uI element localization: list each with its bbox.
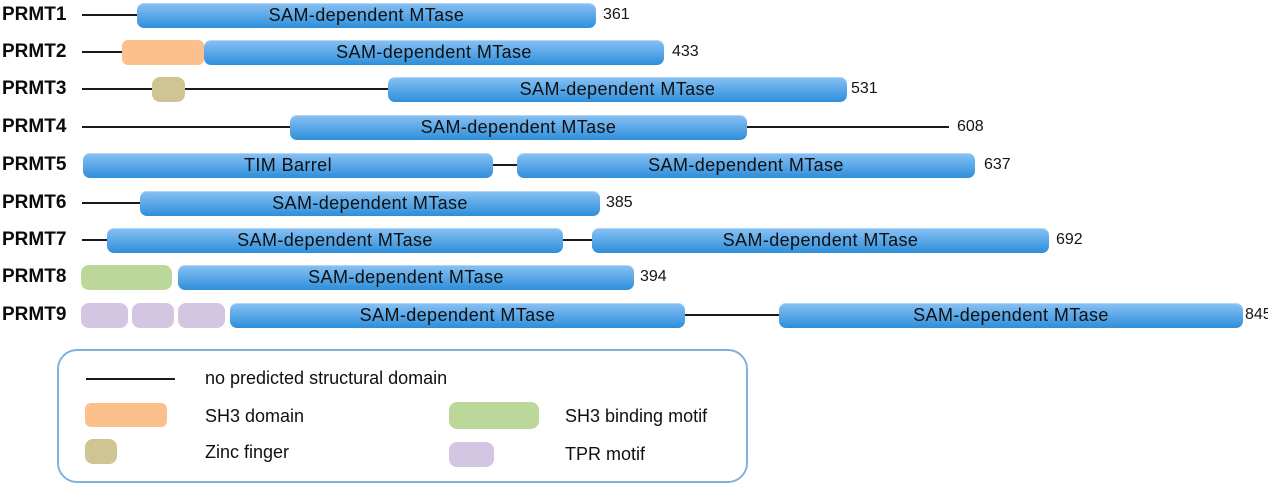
mtase-domain: SAM-dependent MTase: [388, 77, 847, 102]
linker-line: [563, 239, 592, 241]
legend-line-swatch: [86, 378, 175, 380]
length-label: 692: [1056, 231, 1083, 248]
mtase-domain: SAM-dependent MTase: [290, 115, 747, 140]
tpr-domain: [178, 303, 225, 328]
legend-zinc-swatch: [85, 439, 117, 464]
linker-line: [747, 126, 949, 128]
linker-line: [82, 51, 122, 53]
length-label: 531: [851, 80, 878, 97]
sh3-domain: [122, 40, 204, 65]
legend-sh3-swatch: [85, 403, 167, 427]
legend-label-sh3: SH3 domain: [205, 406, 305, 426]
mtase-domain: SAM-dependent MTase: [137, 3, 596, 28]
linker-line: [82, 202, 140, 204]
tim-domain: TIM Barrel: [83, 153, 493, 178]
linker-line: [82, 126, 290, 128]
tpr-domain: [81, 303, 128, 328]
length-label: 385: [606, 194, 633, 211]
legend-label-no-domain: no predicted structural domain: [205, 368, 448, 388]
mtase-domain: SAM-dependent MTase: [517, 153, 975, 178]
protein-label-prmt6: PRMT6: [2, 192, 67, 213]
linker-line: [82, 239, 107, 241]
protein-label-prmt1: PRMT1: [2, 4, 67, 25]
legend-label-sh3-binding: SH3 binding motif: [565, 406, 708, 426]
linker-line: [82, 14, 137, 16]
protein-label-prmt5: PRMT5: [2, 154, 67, 175]
length-label: 845: [1245, 306, 1268, 323]
mtase-domain: SAM-dependent MTase: [178, 265, 634, 290]
linker-line: [685, 314, 779, 316]
legend-label-tpr: TPR motif: [565, 444, 646, 464]
length-label: 608: [957, 118, 984, 135]
protein-label-prmt2: PRMT2: [2, 41, 67, 62]
mtase-domain: SAM-dependent MTase: [779, 303, 1243, 328]
protein-label-prmt4: PRMT4: [2, 116, 67, 137]
legend-tpr-swatch: [449, 442, 494, 467]
legend-box: no predicted structural domain SH3 domai…: [57, 349, 748, 483]
mtase-domain: SAM-dependent MTase: [140, 191, 600, 216]
length-label: 433: [672, 43, 699, 60]
linker-line: [493, 164, 517, 166]
zinc-domain: [152, 77, 185, 102]
tpr-domain: [132, 303, 174, 328]
mtase-domain: SAM-dependent MTase: [592, 228, 1049, 253]
length-label: 394: [640, 268, 667, 285]
protein-label-prmt3: PRMT3: [2, 78, 67, 99]
mtase-domain: SAM-dependent MTase: [204, 40, 664, 65]
protein-label-prmt7: PRMT7: [2, 229, 67, 250]
protein-label-prmt8: PRMT8: [2, 266, 67, 287]
length-label: 637: [984, 156, 1011, 173]
sh3b-domain: [81, 265, 172, 290]
legend-label-zinc: Zinc finger: [205, 442, 290, 462]
linker-line: [82, 88, 388, 90]
mtase-domain: SAM-dependent MTase: [230, 303, 685, 328]
protein-label-prmt9: PRMT9: [2, 304, 67, 325]
legend-sh3-binding-swatch: [449, 402, 539, 429]
mtase-domain: SAM-dependent MTase: [107, 228, 563, 253]
length-label: 361: [603, 6, 630, 23]
